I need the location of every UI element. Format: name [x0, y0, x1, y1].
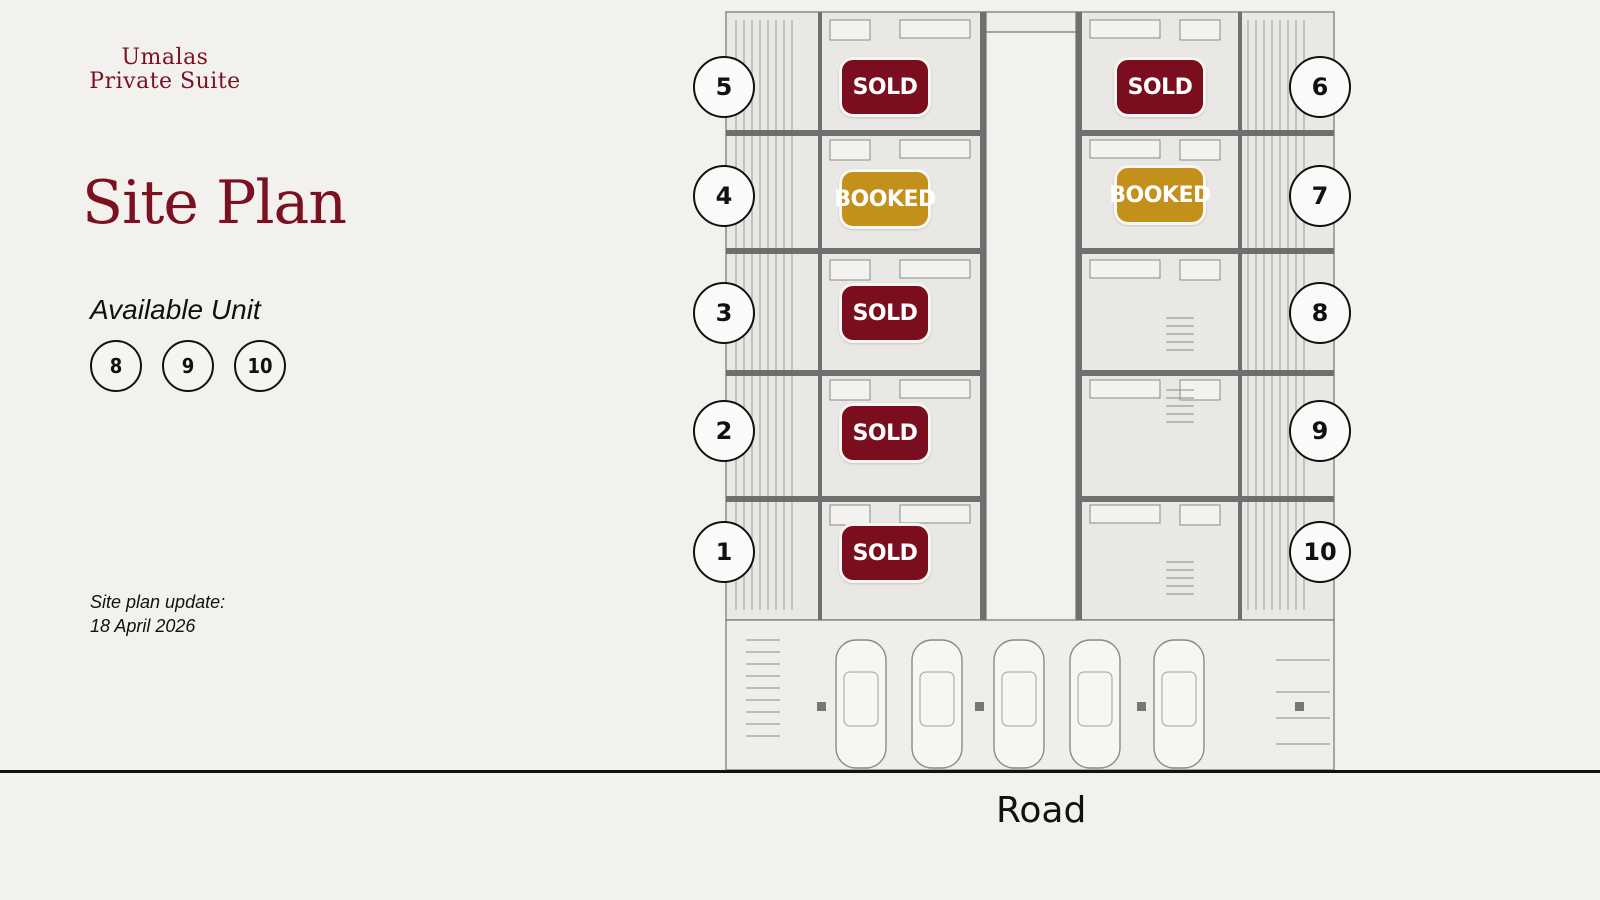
brand-line-1: Umalas	[121, 45, 209, 70]
unit-6-status: SOLD	[1114, 57, 1206, 117]
unit-7-number[interactable]: 7	[1289, 165, 1351, 227]
unit-10-number[interactable]: 10	[1289, 521, 1351, 583]
site-plan-update: Site plan update: 18 April 2026	[90, 590, 225, 638]
unit-2-number[interactable]: 2	[693, 400, 755, 462]
unit-3-number[interactable]: 3	[693, 282, 755, 344]
road-label: Road	[996, 790, 1087, 831]
unit-2-status: SOLD	[839, 403, 931, 463]
update-label: Site plan update:	[90, 592, 226, 612]
brand-logo: Umalas Private Suite	[60, 46, 270, 94]
unit-5-status: SOLD	[839, 57, 931, 117]
available-unit-label: Available Unit	[90, 294, 261, 325]
unit-1-status: SOLD	[839, 523, 931, 583]
available-unit-list: 8 9 10	[90, 340, 286, 392]
unit-5-number[interactable]: 5	[693, 56, 755, 118]
unit-4-number[interactable]: 4	[693, 165, 755, 227]
page-title: Site Plan	[82, 168, 347, 238]
road-line	[0, 770, 1600, 773]
unit-8-number[interactable]: 8	[1289, 282, 1351, 344]
unit-6-number[interactable]: 6	[1289, 56, 1351, 118]
available-unit-10[interactable]: 10	[234, 340, 286, 392]
unit-4-status: BOOKED	[834, 169, 936, 229]
available-unit-8[interactable]: 8	[90, 340, 142, 392]
unit-9-number[interactable]: 9	[1289, 400, 1351, 462]
available-unit-9[interactable]: 9	[162, 340, 214, 392]
brand-line-2: Private Suite	[89, 69, 241, 94]
unit-7-status: BOOKED	[1109, 165, 1211, 225]
unit-1-number[interactable]: 1	[693, 521, 755, 583]
unit-3-status: SOLD	[839, 283, 931, 343]
update-date: 18 April 2026	[90, 616, 196, 636]
